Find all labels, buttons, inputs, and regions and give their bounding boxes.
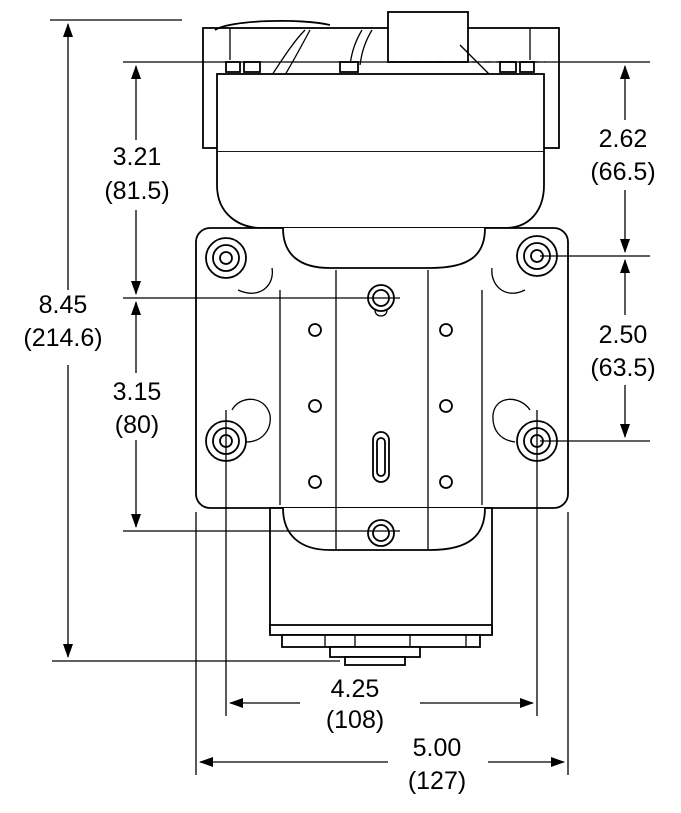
overall-width-metric: (127) <box>408 767 466 795</box>
hole-spacing-metric: (108) <box>326 706 384 734</box>
extension-lines <box>50 19 650 775</box>
overall-width-imperial: 5.00 <box>413 734 462 762</box>
lower-height-metric: (80) <box>115 411 159 439</box>
upper-height-imperial: 3.21 <box>113 143 162 171</box>
right-upper-metric: (66.5) <box>590 158 655 186</box>
hole-spacing-imperial: 4.25 <box>331 675 380 703</box>
upper-height-metric: (81.5) <box>104 177 169 205</box>
overall-height-imperial: 8.45 <box>39 291 88 319</box>
right-upper-imperial: 2.62 <box>599 125 648 153</box>
lower-height-imperial: 3.15 <box>113 378 162 406</box>
dimension-lines <box>63 23 630 767</box>
right-lower-metric: (63.5) <box>590 354 655 382</box>
right-lower-imperial: 2.50 <box>599 321 648 349</box>
device-outline <box>195 11 569 666</box>
top-connector <box>387 11 469 63</box>
dimension-labels: 8.45 (214.6) 3.21 (81.5) 3.15 (80) 2.62 … <box>23 125 655 795</box>
cap-band <box>216 73 545 153</box>
plate-holes <box>308 323 453 489</box>
overall-height-metric: (214.6) <box>23 324 102 352</box>
